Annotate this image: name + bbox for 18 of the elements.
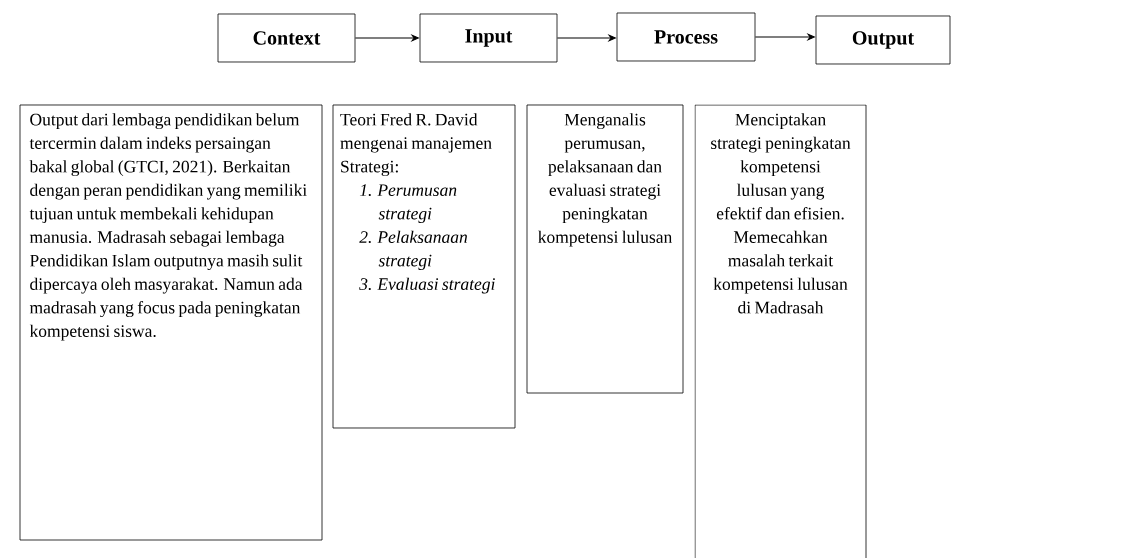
description-text: Menganalis perumusan, pelaksanaan dan evaluasi strategi peningkatan kompetensi lulusan bbox=[538, 113, 673, 247]
stage-box: Output bbox=[815, 15, 951, 65]
description-text: Teori Fred R. David mengenai manajemen Strategi: bbox=[340, 113, 492, 177]
list-item: 2. Pelaksanaan strategi bbox=[359, 230, 468, 271]
arrow bbox=[556, 34, 616, 42]
stage-box: Context bbox=[217, 13, 356, 63]
description-text: Menciptakan strategi peningkatan kompetensi lulusan yang efektif dan efisien. Memecahkan masalah terkait kompetensi lulusan di Madrasah bbox=[711, 113, 851, 314]
description-text: Output dari lembaga pendidikan belum tercermin dalam indeks persaingan bakal global (GTCI, 2021). Berkaitan dengan peran pendidikan yang memiliki tujuan untuk membekali kehidupan manusia. Madrasah sebagai lembaga Pendidikan Islam outputnya masih sulit dipercaya oleh masyarakat. Namun ada madrasah yang focus pada peningkatan kompetensi siswa. bbox=[29, 113, 307, 341]
list-item: 3. Evaluasi strategi bbox=[359, 277, 495, 294]
text-box bbox=[332, 104, 516, 429]
text-box bbox=[694, 104, 867, 558]
stage-box: Input bbox=[419, 13, 558, 63]
arrow bbox=[754, 33, 815, 41]
text-box bbox=[526, 104, 684, 394]
arrow bbox=[354, 34, 419, 42]
list-item: 1. Perumusan strategi bbox=[359, 184, 457, 224]
text-box bbox=[19, 104, 323, 541]
stage-box: Process bbox=[616, 12, 756, 62]
